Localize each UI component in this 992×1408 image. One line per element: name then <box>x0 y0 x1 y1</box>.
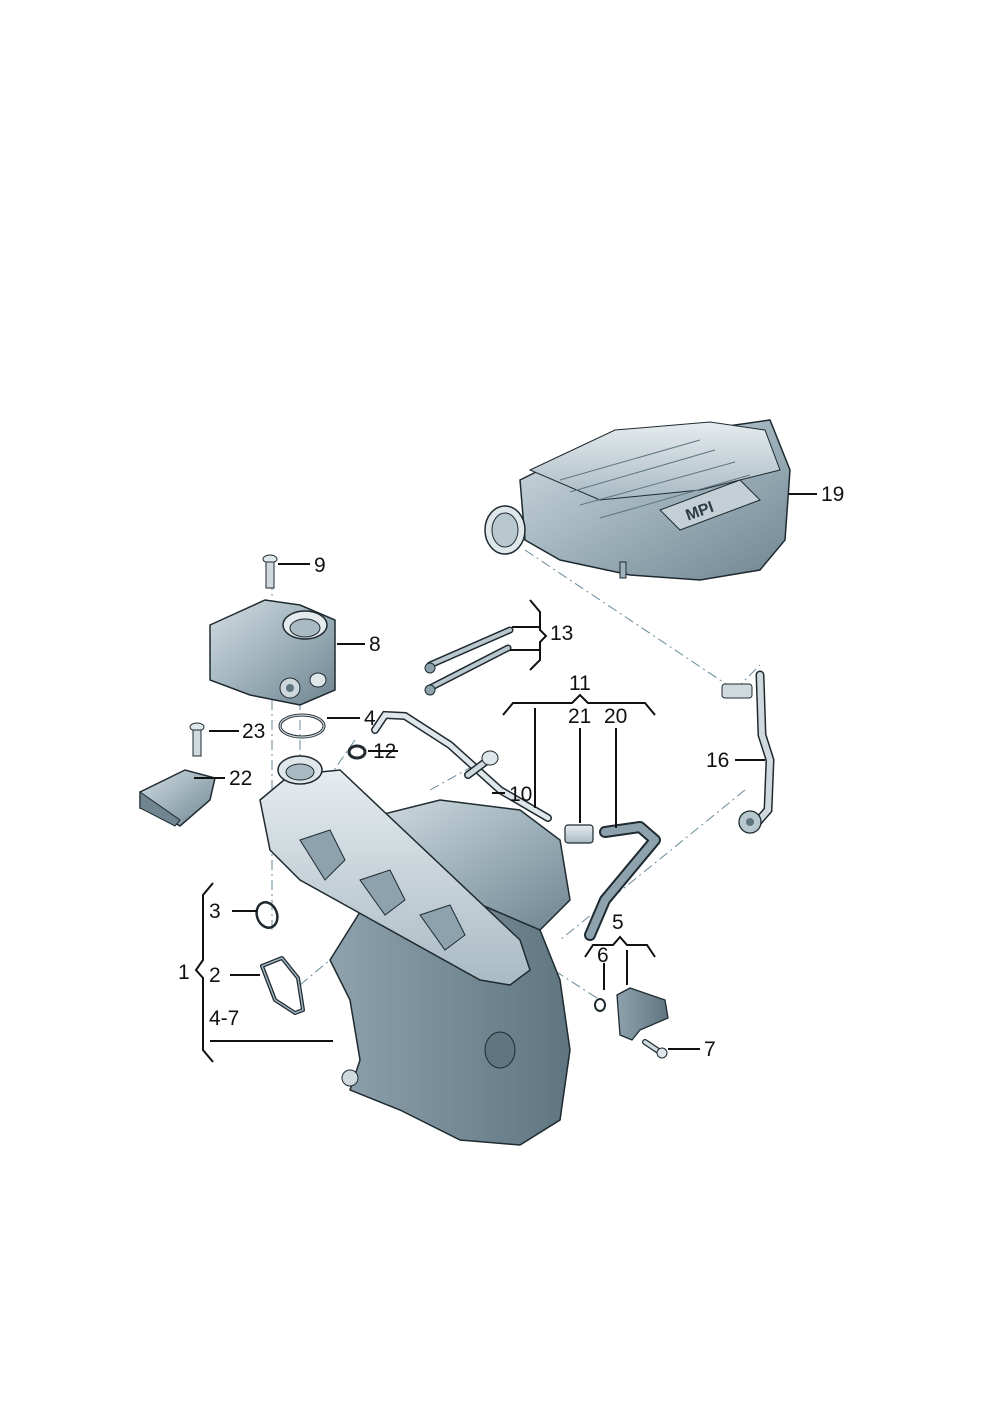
air-filter-housing-19[interactable]: MPI <box>484 419 791 581</box>
callout-8: 8 <box>369 633 381 656</box>
callout-1: 1 <box>178 961 190 984</box>
cable-ties-13[interactable] <box>424 626 514 696</box>
callout-4: 4 <box>364 707 376 730</box>
hose-clamp-12[interactable] <box>347 744 367 760</box>
callout-4-7: 4-7 <box>209 1007 240 1030</box>
callout-5: 5 <box>612 911 624 934</box>
callout-9: 9 <box>314 554 326 577</box>
leader-lines <box>194 493 817 1063</box>
sensor-5[interactable] <box>616 987 669 1041</box>
connector-21[interactable] <box>564 824 594 844</box>
callout-6: 6 <box>597 944 609 967</box>
intake-manifold-1[interactable] <box>259 755 571 1146</box>
callout-19: 19 <box>821 483 845 506</box>
vacuum-line-16[interactable] <box>721 670 775 834</box>
callout-10: 10 <box>509 783 533 806</box>
callout-11: 11 <box>569 672 591 695</box>
o-ring-3[interactable] <box>253 899 281 930</box>
o-ring-4[interactable] <box>278 713 326 739</box>
callout-21: 21 <box>568 705 592 728</box>
callout-16: 16 <box>706 749 730 772</box>
callout-13: 13 <box>550 622 574 645</box>
bolt-10[interactable] <box>464 750 499 779</box>
screw-23[interactable] <box>189 722 205 757</box>
callout-7: 7 <box>704 1038 716 1061</box>
o-ring-6[interactable] <box>594 998 606 1012</box>
screw-9[interactable] <box>262 554 278 589</box>
callout-23: 23 <box>242 720 266 743</box>
callout-22: 22 <box>229 767 253 790</box>
breather-pipe-11[interactable] <box>371 710 552 822</box>
breather-hose-20[interactable] <box>584 821 661 941</box>
callout-20: 20 <box>604 705 628 728</box>
gasket-2[interactable] <box>260 956 305 1015</box>
bracket-22[interactable] <box>139 769 216 827</box>
callout-3: 3 <box>209 900 221 923</box>
callout-12: 12 <box>373 740 397 763</box>
screw-7[interactable] <box>642 1039 668 1059</box>
callout-2: 2 <box>209 964 221 987</box>
throttle-body-8[interactable] <box>209 599 336 706</box>
